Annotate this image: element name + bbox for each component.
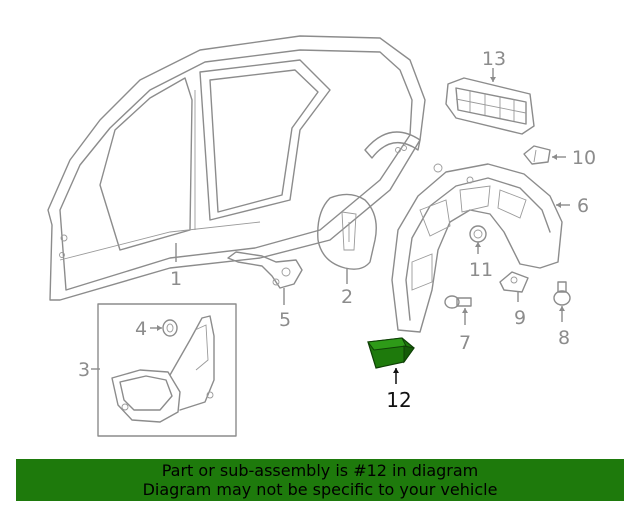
callout-3[interactable]: 3 bbox=[78, 359, 90, 381]
wheelhouse-liner-part bbox=[391, 163, 563, 333]
callout-7[interactable]: 7 bbox=[459, 332, 471, 354]
push-pin-retainer-part bbox=[553, 281, 571, 306]
callout-5[interactable]: 5 bbox=[279, 309, 291, 331]
grommet-part bbox=[162, 319, 178, 337]
nut-clip-part bbox=[499, 271, 529, 293]
callout-12[interactable]: 12 bbox=[386, 388, 411, 412]
callout-8[interactable]: 8 bbox=[558, 327, 570, 349]
body-side-panel-part bbox=[47, 35, 426, 301]
arrowhead-13 bbox=[490, 77, 496, 82]
fuel-pocket-housing-part bbox=[111, 315, 215, 423]
callout-6[interactable]: 6 bbox=[577, 195, 589, 217]
info-banner: Part or sub-assembly is #12 in diagram D… bbox=[16, 459, 624, 501]
callout-11[interactable]: 11 bbox=[469, 259, 493, 281]
callout-9[interactable]: 9 bbox=[514, 307, 526, 329]
callout-13[interactable]: 13 bbox=[482, 48, 506, 70]
pressure-relief-valve-part bbox=[445, 77, 535, 135]
callout-2[interactable]: 2 bbox=[341, 286, 353, 308]
fuel-pocket-inset-box bbox=[97, 303, 237, 437]
arrowhead-4 bbox=[157, 325, 162, 331]
arrowhead-10 bbox=[552, 154, 557, 160]
parts-diagram: 1 2 3 4 5 bbox=[47, 35, 596, 437]
arrowhead-6 bbox=[556, 202, 561, 208]
callout-10[interactable]: 10 bbox=[572, 147, 596, 169]
callout-1[interactable]: 1 bbox=[170, 268, 182, 290]
arrowhead-8 bbox=[559, 306, 565, 311]
fuel-door-hinge-part bbox=[227, 251, 303, 289]
highlighted-bracket-part[interactable] bbox=[367, 337, 415, 369]
plug-part bbox=[469, 225, 487, 243]
banner-line-1: Part or sub-assembly is #12 in diagram bbox=[161, 461, 479, 480]
arrowhead-7 bbox=[462, 308, 468, 313]
arrowhead-12 bbox=[393, 368, 399, 373]
arrowhead-11 bbox=[475, 242, 481, 247]
fuel-door-part bbox=[317, 193, 377, 270]
bolt-part bbox=[444, 295, 472, 309]
banner-line-2: Diagram may not be specific to your vehi… bbox=[142, 480, 498, 499]
callout-4[interactable]: 4 bbox=[135, 318, 147, 340]
clip-part bbox=[523, 145, 551, 165]
